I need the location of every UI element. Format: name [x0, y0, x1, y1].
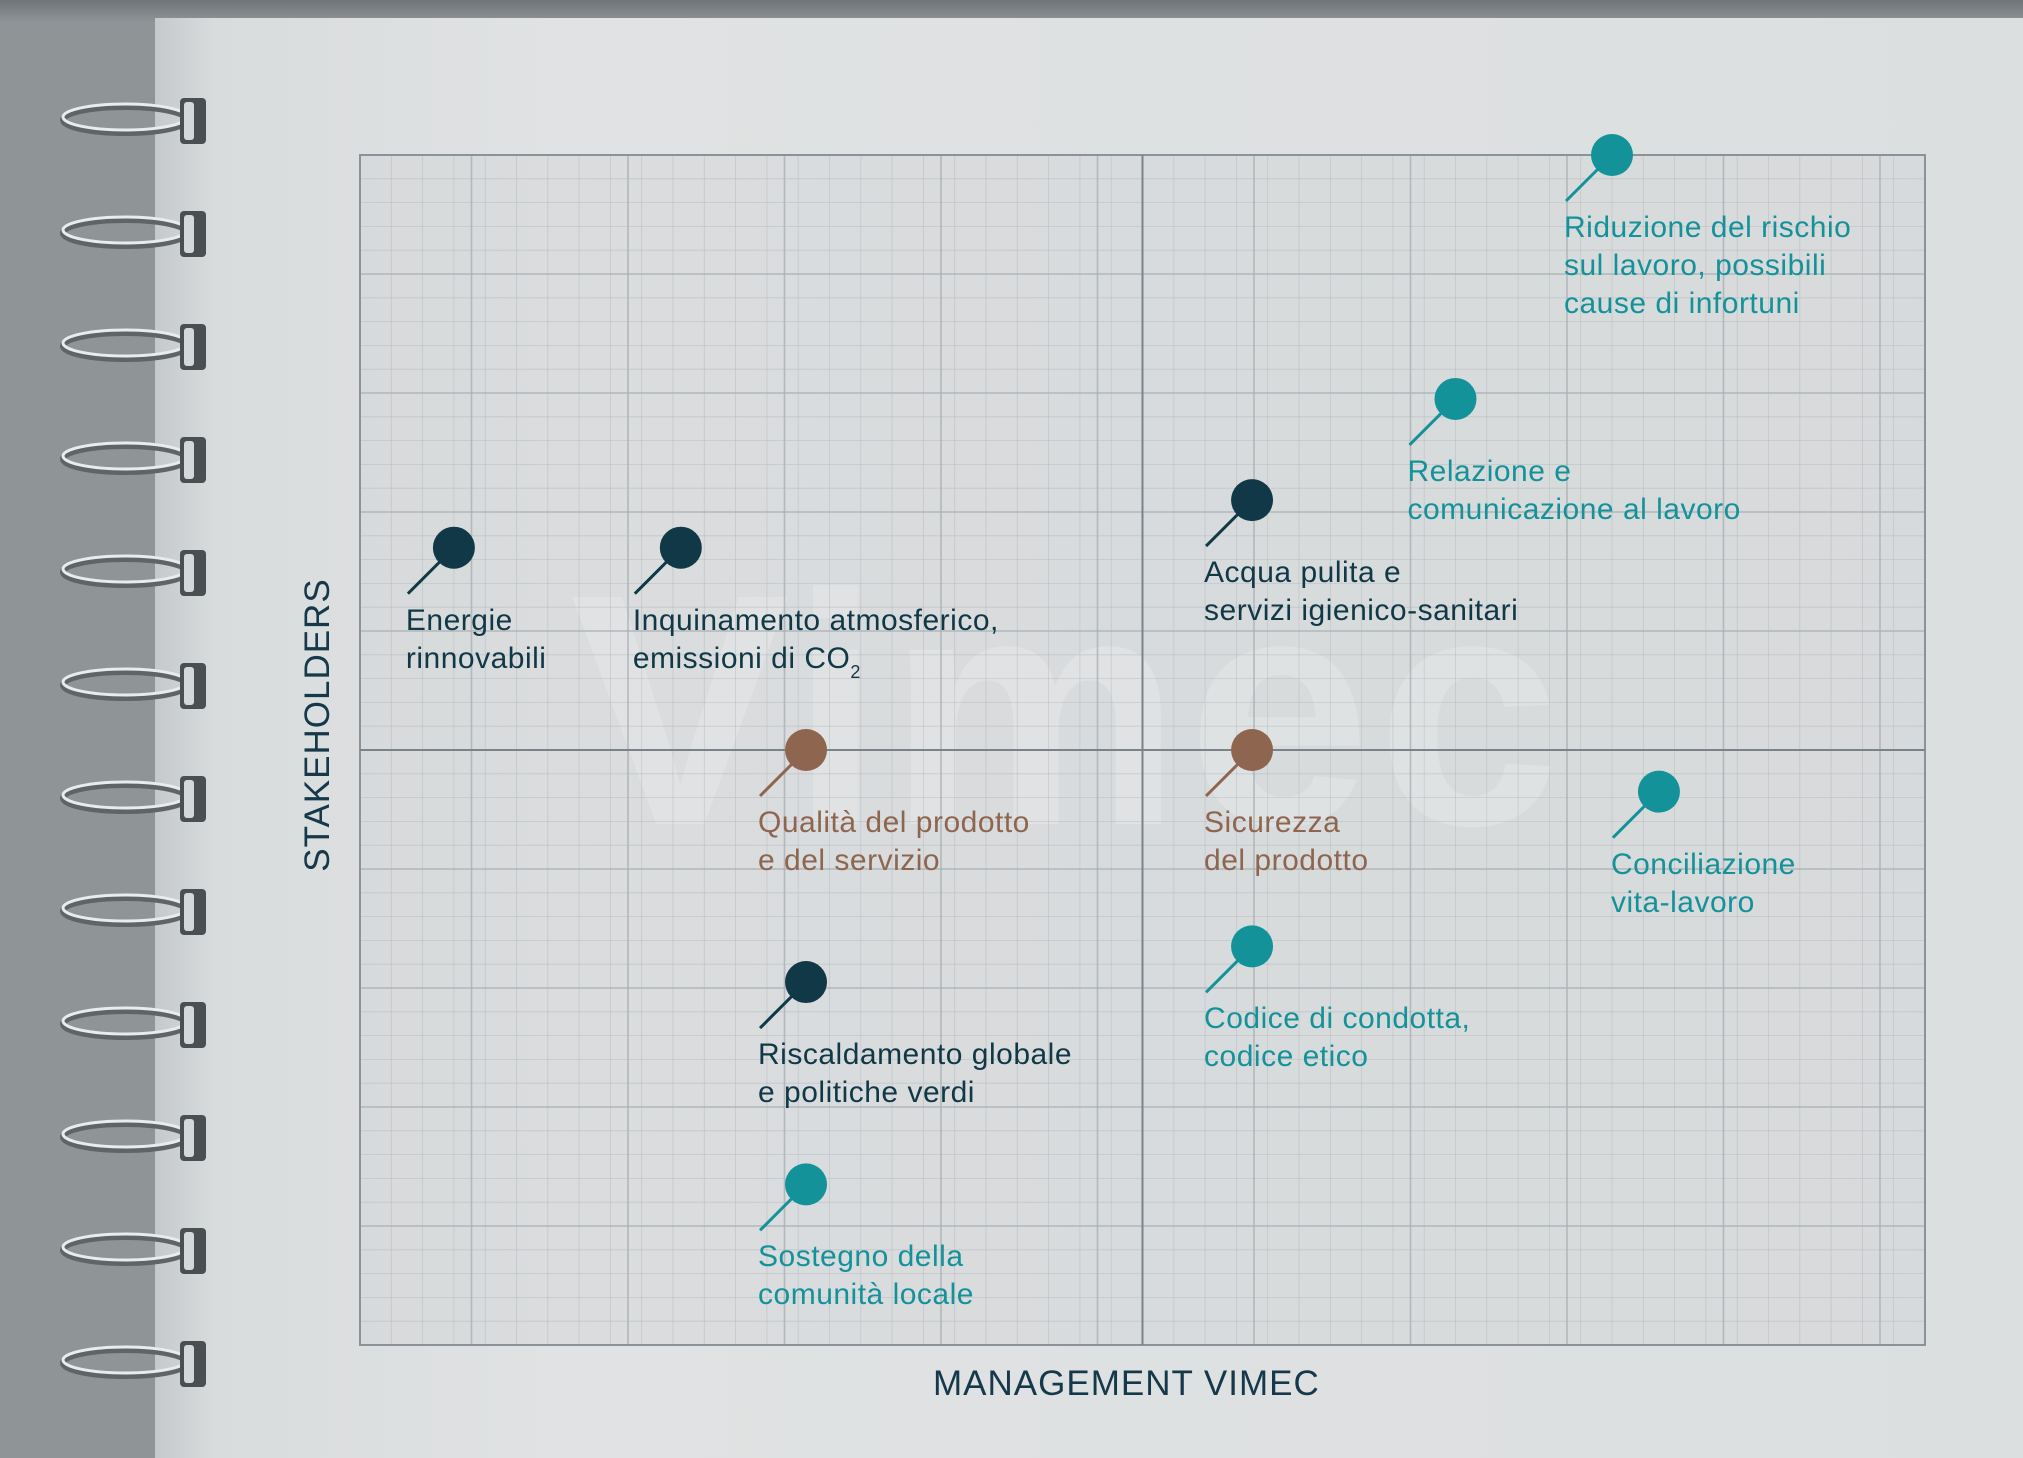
- spiral-ring: [60, 663, 206, 709]
- point-label: Energie rinnovabili: [405, 603, 547, 675]
- spiral-ring: [60, 211, 206, 257]
- data-point-pin: [432, 526, 475, 569]
- spiral-ring: [60, 889, 206, 935]
- subscript: 2: [850, 661, 861, 682]
- spiral-ring: [60, 1341, 206, 1387]
- pin-needle: [1564, 165, 1602, 203]
- pin-needle: [1204, 760, 1242, 798]
- spiral-ring: [60, 1002, 206, 1048]
- point-label: Relazione e comunicazione al lavoro: [1407, 454, 1741, 526]
- point-label: Conciliazione vita-lavoro: [1610, 847, 1796, 919]
- data-point-pin: [1231, 479, 1274, 522]
- spiral-binding: [60, 98, 206, 1387]
- point-label: Qualità del prodotto e del servizio: [758, 806, 1030, 877]
- point-label: Inquinamento atmosferico, emissioni di C…: [632, 603, 999, 682]
- pin-needle: [633, 558, 670, 595]
- pin-needle: [1611, 802, 1649, 839]
- spiral-ring: [60, 550, 206, 596]
- pin-needle: [1408, 409, 1445, 447]
- x-axis-label: MANAGEMENT VIMEC: [933, 1364, 1320, 1403]
- data-point-pin: [1231, 729, 1274, 771]
- spiral-ring: [60, 98, 206, 144]
- brand-watermark: Vimec: [570, 520, 1566, 900]
- data-point-pin: [1591, 134, 1633, 176]
- data-point-pin: [659, 526, 702, 569]
- data-point-pin: [1637, 770, 1680, 813]
- pin-needle: [406, 558, 443, 595]
- pin-needle: [1204, 957, 1242, 994]
- data-point-pin: [785, 729, 828, 771]
- data-point-pin: [1434, 377, 1477, 420]
- spiral-ring: [60, 324, 206, 370]
- notebook-page: [155, 18, 2023, 1458]
- spiral-ring: [60, 776, 206, 822]
- point-label: Sicurezza del prodotto: [1204, 806, 1369, 877]
- point-label: Acqua pulita e servizi igienico-sanitari: [1204, 556, 1519, 628]
- point-label: Riscaldamento globale e politiche verdi: [758, 1038, 1073, 1110]
- pin-needle: [758, 992, 796, 1030]
- data-point-pin: [785, 1163, 828, 1206]
- spiral-ring: [60, 1228, 206, 1274]
- pin-needle: [758, 760, 796, 798]
- pin-needle: [1204, 511, 1242, 548]
- spiral-ring: [60, 437, 206, 483]
- point-label: Codice di condotta, codice etico: [1204, 1002, 1471, 1074]
- point-label: Riduzione del rischio sul lavoro, possib…: [1564, 211, 1852, 320]
- spiral-ring: [60, 1115, 206, 1161]
- background-edge: [0, 0, 2023, 22]
- data-point-pin: [1231, 925, 1274, 968]
- point-label: Sostegno della comunità locale: [758, 1240, 974, 1312]
- y-axis-label: STAKEHOLDERS: [298, 578, 337, 872]
- data-point-pin: [785, 961, 828, 1004]
- pin-needle: [758, 1195, 796, 1232]
